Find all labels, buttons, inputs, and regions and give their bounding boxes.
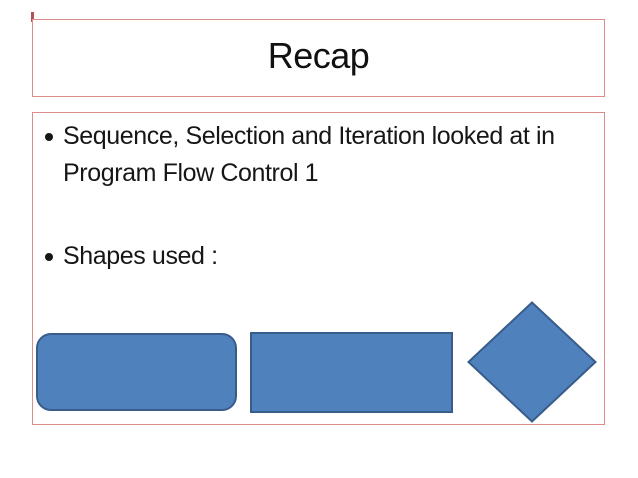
bullet-dot-icon <box>45 133 53 141</box>
slide-title-box: Recap <box>32 19 605 97</box>
bullet-dot-icon <box>45 253 53 261</box>
bullet-text-line: Shapes used : <box>63 242 218 270</box>
bullet-item-shapes-used: Shapes used : <box>33 238 604 275</box>
flowchart-terminator-shape <box>36 333 237 411</box>
flowchart-decision-shape <box>467 301 597 423</box>
bullet-text-line: Sequence, Selection and Iteration looked… <box>63 122 555 150</box>
slide-content-box: Sequence, Selection and Iteration looked… <box>32 112 605 425</box>
corner-tick-artifact <box>31 12 34 22</box>
slide-title: Recap <box>267 35 370 76</box>
bullet-item-recap-topics: Sequence, Selection and Iteration looked… <box>33 118 604 192</box>
bullet-text-line: Program Flow Control 1 <box>63 159 319 187</box>
flowchart-process-shape <box>250 332 453 413</box>
